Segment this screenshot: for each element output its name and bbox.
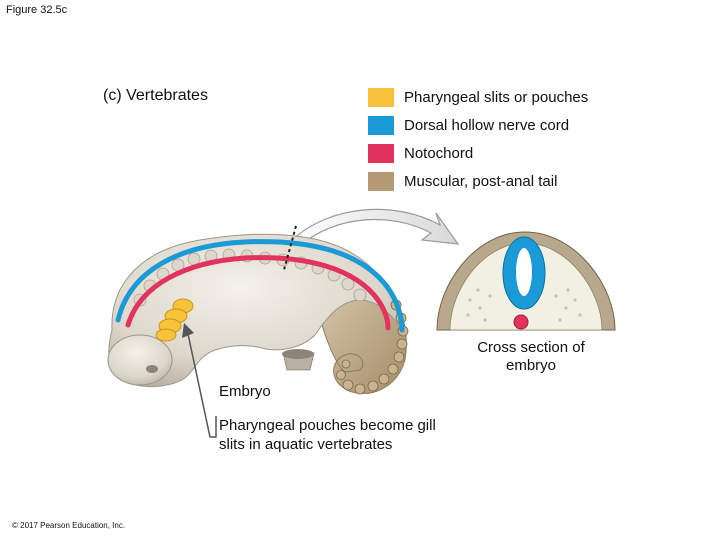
legend-swatch-tail (368, 171, 394, 191)
panel-title: (c) Vertebrates (103, 87, 208, 105)
legend-item-notochord: Notochord (368, 143, 473, 163)
legend-label-pharyngeal: Pharyngeal slits or pouches (404, 88, 589, 106)
cross-section (436, 231, 616, 331)
cross-section-notochord (513, 314, 529, 330)
copyright: © 2017 Pearson Education, Inc. (12, 521, 126, 530)
pharyngeal-pouches (155, 298, 194, 342)
panel-letter: (c) (103, 87, 122, 104)
legend-label-tail: Muscular, post-anal tail (404, 172, 558, 190)
legend-item-tail: Muscular, post-anal tail (368, 171, 557, 191)
embryo-label: Embryo (219, 383, 271, 400)
legend-swatch-pharyngeal (368, 87, 394, 107)
pouch-pointer (182, 323, 217, 438)
nerve-cord (115, 239, 405, 333)
legend-swatch-nerve-cord (368, 115, 394, 135)
pouch-note-label: Pharyngeal pouches become gill slits in … (219, 417, 436, 453)
panel-title-text: Vertebrates (126, 87, 208, 104)
notochord (125, 255, 391, 331)
section-line (283, 225, 297, 271)
legend-label-nerve-cord: Dorsal hollow nerve cord (404, 116, 570, 134)
curved-arrow (291, 208, 460, 247)
legend-item-pharyngeal: Pharyngeal slits or pouches (368, 87, 588, 107)
legend-swatch-notochord (368, 143, 394, 163)
legend-item-nerve-cord: Dorsal hollow nerve cord (368, 115, 569, 135)
legend-label-notochord: Notochord (404, 144, 474, 162)
figure-label: Figure 32.5c (6, 4, 68, 16)
cross-section-label: Cross section of embryo (477, 339, 585, 374)
